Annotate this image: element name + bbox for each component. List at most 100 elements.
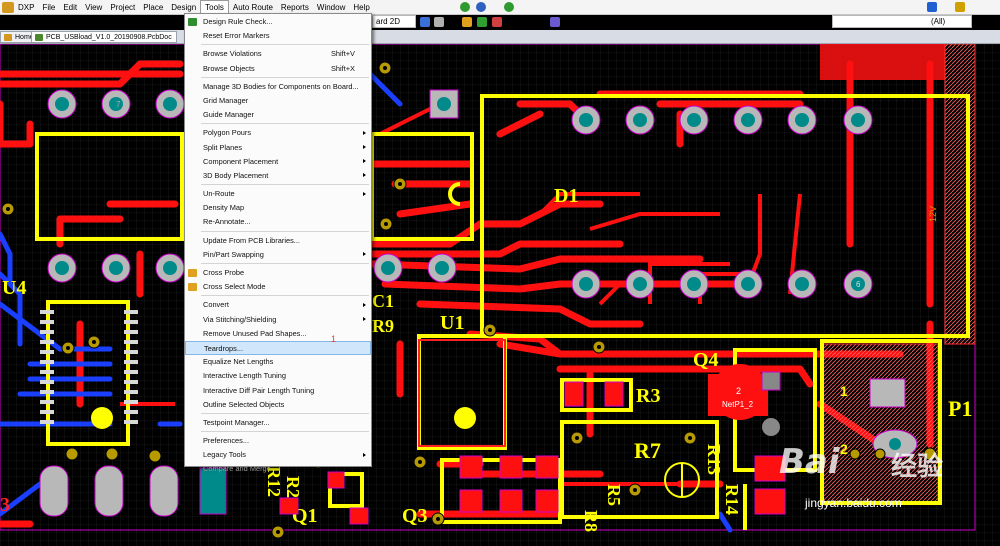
- menu-item-label: Remove Unused Pad Shapes...: [203, 328, 307, 338]
- menu-dxp[interactable]: DXP: [18, 2, 35, 12]
- menu-item-manage-3d-bodies-for-components-on-board[interactable]: Manage 3D Bodies for Components on Board…: [185, 80, 371, 94]
- menu-item-label: Polygon Pours: [203, 128, 252, 138]
- menu-separator: [201, 123, 369, 126]
- menu-item-update-from-pcb-libraries[interactable]: Update From PCB Libraries...: [185, 234, 371, 248]
- pin-number-7: 7: [116, 100, 121, 109]
- menu-project[interactable]: Project: [110, 2, 136, 12]
- menu-item-convert[interactable]: Convert: [185, 298, 371, 312]
- menu-separator: [201, 295, 369, 298]
- via-icon[interactable]: [492, 17, 502, 27]
- menu-item-interactive-length-tuning[interactable]: Interactive Length Tuning: [185, 369, 371, 383]
- tab-pcb-document[interactable]: PCB_USBload_V1.0_20190908.PcbDoc: [31, 31, 177, 43]
- menu-item-label: Reset Error Markers: [203, 31, 270, 41]
- menu-item-preferences[interactable]: Preferences...: [185, 434, 371, 448]
- menu-item-label: Re-Annotate...: [203, 217, 251, 227]
- menu-item-label: Un-Route: [203, 189, 235, 199]
- menu-item-label: Split Planes: [203, 142, 243, 152]
- menu-item-testpoint-manager[interactable]: Testpoint Manager...: [185, 416, 371, 430]
- menu-item-grid-manager[interactable]: Grid Manager: [185, 94, 371, 108]
- menu-item-reset-error-markers[interactable]: Reset Error Markers: [185, 29, 371, 43]
- measure-icon[interactable]: [550, 17, 560, 27]
- menu-item-interactive-diff-pair-length-tuning[interactable]: Interactive Diff Pair Length Tuning: [185, 384, 371, 398]
- menu-item-pin-part-swapping[interactable]: Pin/Part Swapping: [185, 248, 371, 262]
- layer-view-combo[interactable]: ard 2D: [372, 15, 416, 28]
- menu-item-component-placement[interactable]: Component Placement: [185, 155, 371, 169]
- u4-pin1-marker: [91, 407, 113, 429]
- menu-item-un-route[interactable]: Un-Route: [185, 187, 371, 201]
- menu-separator: [201, 431, 369, 434]
- menu-item-density-map[interactable]: Density Map: [185, 201, 371, 215]
- designator-r9: R9: [372, 316, 394, 336]
- menu-item-cross-select-mode[interactable]: Cross Select Mode: [185, 280, 371, 294]
- menu-item-guide-manager[interactable]: Guide Manager: [185, 108, 371, 122]
- menu-item-label: Browse Objects: [203, 63, 255, 73]
- p1-pad-1: [869, 378, 906, 408]
- menu-item-label: Convert: [203, 300, 229, 310]
- menu-auto-route[interactable]: Auto Route: [232, 2, 273, 12]
- p1-pin-1: 1: [840, 383, 848, 399]
- menu-tools[interactable]: Tools: [200, 0, 229, 15]
- u4-smd-pads: [40, 310, 138, 424]
- menu-item-design-rule-check[interactable]: Design Rule Check...: [185, 15, 371, 29]
- home-nav-icon[interactable]: [504, 2, 514, 12]
- menu-item-browse-objects[interactable]: Browse Objects Shift+X: [185, 62, 371, 76]
- filter-combo[interactable]: (All): [832, 15, 972, 28]
- menu-item-shortcut: Shift+X: [330, 63, 355, 73]
- menu-place[interactable]: Place: [143, 2, 164, 12]
- designator-r7: R7: [634, 438, 661, 463]
- menu-item-outline-selected-objects[interactable]: Outline Selected Objects: [185, 398, 371, 412]
- tool-icon[interactable]: [462, 17, 472, 27]
- tab-home[interactable]: Home: [0, 31, 39, 43]
- menu-item-browse-violations[interactable]: Browse Violations Shift+V: [185, 47, 371, 61]
- place-icon[interactable]: [477, 17, 487, 27]
- menu-help[interactable]: Help: [353, 2, 370, 12]
- menu-item-label: Pin/Part Swapping: [203, 249, 264, 259]
- menu-item-legacy-tools[interactable]: Legacy Tools: [185, 448, 371, 462]
- menu-file[interactable]: File: [42, 2, 56, 12]
- document-tab-bar: Home PCB_USBload_V1.0_20190908.PcbDoc: [0, 30, 1000, 44]
- via-holes: [6, 66, 692, 534]
- menu-item-label: Design Rule Check...: [203, 17, 273, 26]
- pcb-canvas[interactable]: D1 U4 U1 C1 R9 R3 R7 Q4 P1 Q1 Q3 3 R8 R5…: [0, 44, 1000, 546]
- menu-item-3d-body-placement[interactable]: 3D Body Placement: [185, 169, 371, 183]
- menu-window[interactable]: Window: [316, 2, 346, 12]
- copper-fill: [820, 44, 945, 80]
- r7-trim: [664, 462, 700, 498]
- filter-icon[interactable]: [955, 2, 965, 12]
- cross-probe-icon: [188, 269, 197, 277]
- menu-item-remove-unused-pad-shapes[interactable]: Remove Unused Pad Shapes...: [185, 327, 371, 341]
- designator-q3: Q3: [402, 505, 428, 527]
- designator-r2: R2: [283, 476, 303, 498]
- menu-item-teardrops[interactable]: Teardrops...: [185, 340, 371, 356]
- menu-view[interactable]: View: [85, 2, 103, 12]
- menu-separator: [201, 230, 369, 234]
- submenu-arrow-icon: [363, 302, 366, 307]
- cross-probe-icon: [188, 283, 197, 292]
- layers-icon[interactable]: [927, 2, 937, 12]
- menu-item-split-planes[interactable]: Split Planes: [185, 141, 371, 155]
- forward-icon[interactable]: [476, 2, 486, 12]
- menu-item-re-annotate[interactable]: Re-Annotate...: [185, 215, 371, 229]
- watermark-brand-cn: 经验: [891, 451, 944, 481]
- menu-design[interactable]: Design: [171, 2, 197, 12]
- menu-item-shortcut: Shift+V: [330, 49, 355, 59]
- designator-r5: R5: [604, 484, 624, 506]
- menu-item-label: Browse Violations: [203, 49, 262, 59]
- menu-item-label: Teardrops...: [204, 343, 244, 353]
- back-icon[interactable]: [460, 2, 470, 12]
- arc-icon[interactable]: [434, 17, 444, 27]
- menu-item-cross-probe[interactable]: Cross Probe: [185, 266, 371, 280]
- route-icon[interactable]: [420, 17, 430, 27]
- menu-item-equalize-net-lengths[interactable]: Equalize Net Lengths: [185, 355, 371, 369]
- designator-r8: R8: [581, 510, 601, 532]
- drc-icon: [188, 18, 197, 26]
- menu-reports[interactable]: Reports: [280, 2, 309, 12]
- designator-p1: P1: [948, 396, 972, 421]
- menu-item-polygon-pours[interactable]: Polygon Pours: [185, 126, 371, 140]
- menu-item-label: Via Stitching/Shielding: [203, 314, 277, 324]
- menu-edit[interactable]: Edit: [63, 2, 78, 12]
- menu-item-via-stitching-shielding[interactable]: Via Stitching/Shielding: [185, 313, 371, 327]
- pcb-file-icon: [35, 34, 43, 41]
- menu-item-label: Guide Manager: [203, 110, 254, 120]
- watermark-url: jingyan.baidu.com: [805, 496, 902, 510]
